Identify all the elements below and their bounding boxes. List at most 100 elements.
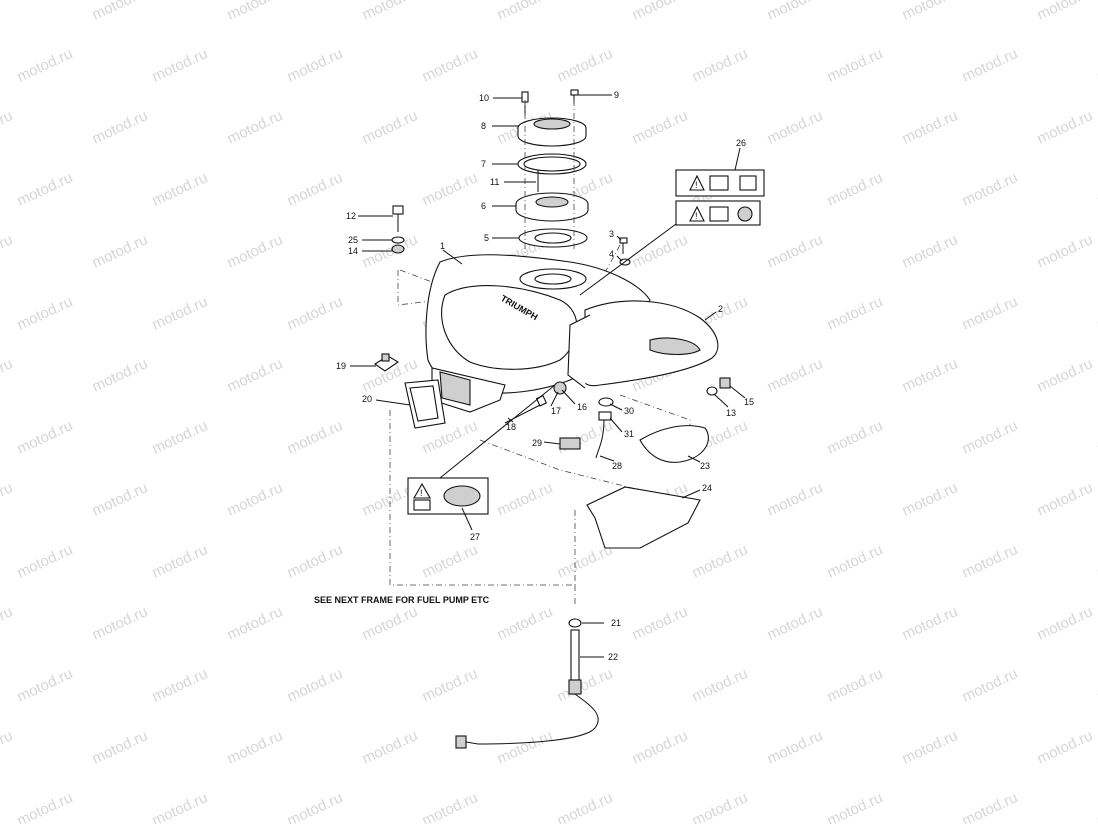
callout-28: 28 bbox=[612, 461, 622, 471]
watermark-text: motod.ru bbox=[825, 45, 886, 85]
callout-29: 29 bbox=[532, 438, 542, 448]
mounting-bolt bbox=[391, 205, 405, 254]
heat-shield bbox=[639, 425, 709, 463]
watermark-text: motod.ru bbox=[1035, 479, 1096, 519]
watermark-text: motod.ru bbox=[495, 603, 556, 643]
watermark-text: motod.ru bbox=[495, 479, 556, 519]
watermark-text: motod.ru bbox=[90, 479, 151, 519]
callout-18: 18 bbox=[506, 422, 516, 432]
callout-14: 14 bbox=[348, 246, 358, 256]
callout-13: 13 bbox=[726, 408, 736, 418]
watermark-text: motod.ru bbox=[960, 169, 1021, 209]
callout-6: 6 bbox=[481, 201, 486, 211]
watermark-text: motod.ru bbox=[630, 603, 691, 643]
callout-19: 19 bbox=[336, 361, 346, 371]
watermark-text: motod.ru bbox=[900, 231, 961, 271]
callout-11: 11 bbox=[490, 177, 499, 187]
svg-text:!: ! bbox=[420, 488, 423, 498]
watermark-text: motod.ru bbox=[360, 603, 421, 643]
watermark-text: motod.ru bbox=[1095, 665, 1098, 705]
callout-16: 16 bbox=[577, 402, 587, 412]
watermark-text: motod.ru bbox=[1035, 603, 1096, 643]
watermark-text: motod.ru bbox=[960, 665, 1021, 705]
drain-fitting bbox=[595, 397, 614, 459]
watermark-text: motod.ru bbox=[825, 541, 886, 581]
watermark-text: motod.ru bbox=[1035, 107, 1096, 147]
warning-label-27: ! bbox=[407, 477, 489, 515]
watermark-text: motod.ru bbox=[420, 169, 481, 209]
watermark-text: motod.ru bbox=[225, 231, 286, 271]
watermark-text: motod.ru bbox=[630, 727, 691, 767]
callout-25: 25 bbox=[348, 235, 358, 245]
watermark-text: motod.ru bbox=[15, 417, 76, 457]
watermark-text: motod.ru bbox=[960, 541, 1021, 581]
watermark-text: motod.ru bbox=[1095, 789, 1098, 824]
watermark-text: motod.ru bbox=[555, 417, 616, 457]
callout-31: 31 bbox=[624, 429, 634, 439]
rear-cover bbox=[567, 300, 719, 389]
callout-7: 7 bbox=[481, 159, 486, 169]
fuel-level-sender bbox=[455, 618, 599, 749]
callout-23: 23 bbox=[700, 461, 710, 471]
watermark-text: motod.ru bbox=[960, 293, 1021, 333]
watermark-text: motod.ru bbox=[225, 107, 286, 147]
callout-9: 9 bbox=[614, 90, 619, 100]
watermark-text: motod.ru bbox=[630, 0, 691, 24]
watermark-text: motod.ru bbox=[555, 789, 616, 824]
watermark-text: motod.ru bbox=[1095, 541, 1098, 581]
watermark-text: motod.ru bbox=[1035, 231, 1096, 271]
watermark-text: motod.ru bbox=[900, 603, 961, 643]
watermark-text: motod.ru bbox=[225, 727, 286, 767]
watermark-text: motod.ru bbox=[1035, 727, 1096, 767]
watermark-text: motod.ru bbox=[960, 417, 1021, 457]
watermark-text: motod.ru bbox=[285, 45, 346, 85]
callout-21: 21 bbox=[611, 618, 621, 628]
leader-lines bbox=[350, 94, 746, 658]
watermark-text: motod.ru bbox=[960, 789, 1021, 824]
watermark-text: motod.ru bbox=[150, 665, 211, 705]
callout-8: 8 bbox=[481, 121, 486, 131]
watermark-text: motod.ru bbox=[420, 45, 481, 85]
watermark-text: motod.ru bbox=[1035, 0, 1096, 24]
next-frame-note: SEE NEXT FRAME FOR FUEL PUMP ETC bbox=[314, 595, 490, 605]
watermark-text: motod.ru bbox=[1095, 45, 1098, 85]
warning-labels: ! ! bbox=[675, 169, 765, 226]
watermark-text: motod.ru bbox=[285, 541, 346, 581]
nut-plate-and-gasket bbox=[373, 353, 446, 429]
watermark-text: motod.ru bbox=[765, 727, 826, 767]
watermark-text: motod.ru bbox=[150, 417, 211, 457]
watermark-text: motod.ru bbox=[15, 293, 76, 333]
watermark-text: motod.ru bbox=[690, 541, 751, 581]
callout-numbers: 10 9 8 7 11 6 5 12 25 14 3 4 1 2 26 19 2… bbox=[336, 90, 754, 662]
watermark-text: motod.ru bbox=[765, 0, 826, 24]
watermark-text: motod.ru bbox=[825, 417, 886, 457]
callout-24: 24 bbox=[702, 483, 712, 493]
watermark-text: motod.ru bbox=[1035, 355, 1096, 395]
watermark-text: motod.ru bbox=[360, 107, 421, 147]
watermark-text: motod.ru bbox=[90, 355, 151, 395]
underside-panel bbox=[586, 486, 701, 549]
callout-1: 1 bbox=[440, 241, 445, 251]
watermark-text: motod.ru bbox=[150, 169, 211, 209]
watermark-text: motod.ru bbox=[150, 789, 211, 824]
svg-text:!: ! bbox=[695, 180, 698, 190]
watermark-text: motod.ru bbox=[285, 665, 346, 705]
callout-15: 15 bbox=[744, 397, 754, 407]
callout-10: 10 bbox=[479, 93, 489, 103]
watermark-text: motod.ru bbox=[825, 665, 886, 705]
callout-20: 20 bbox=[362, 394, 372, 404]
watermark-text: motod.ru bbox=[900, 355, 961, 395]
svg-text:!: ! bbox=[695, 211, 698, 221]
watermark-text: motod.ru bbox=[360, 727, 421, 767]
watermark-text: motod.ru bbox=[900, 479, 961, 519]
watermark-text: motod.ru bbox=[225, 355, 286, 395]
watermark-text: motod.ru bbox=[0, 231, 15, 271]
watermark-text: motod.ru bbox=[495, 727, 556, 767]
watermark-text: motod.ru bbox=[900, 727, 961, 767]
callout-12: 12 bbox=[346, 211, 356, 221]
callout-17: 17 bbox=[551, 406, 561, 416]
callout-3: 3 bbox=[609, 229, 614, 239]
watermark-text: motod.ru bbox=[420, 541, 481, 581]
fuel-cap-assembly bbox=[515, 89, 589, 260]
watermark-text: motod.ru bbox=[0, 0, 15, 24]
